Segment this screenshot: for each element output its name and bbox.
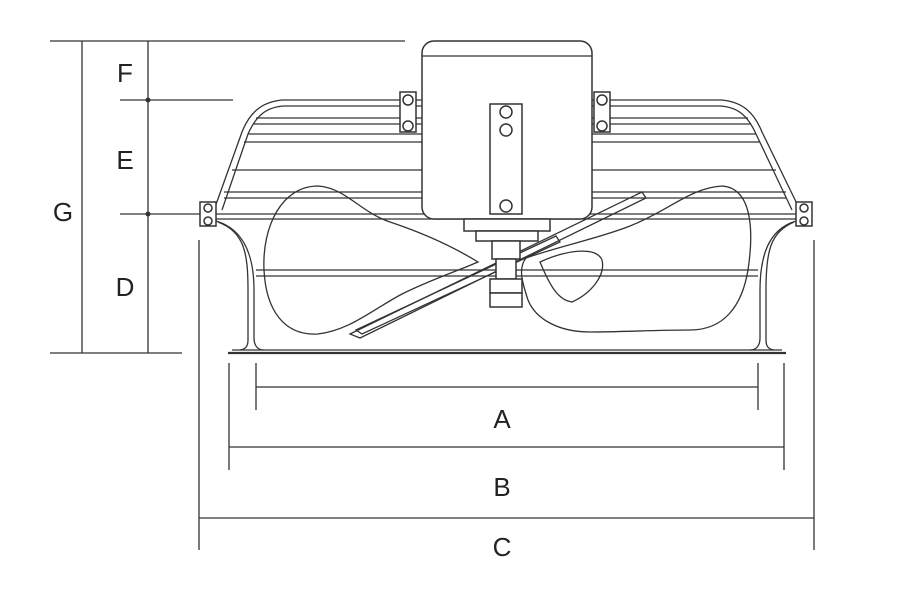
fan-unit (199, 40, 813, 355)
hub-nut-1 (489, 278, 523, 294)
bracket-bolt-mid (499, 123, 513, 137)
vertical-dimensions: F E D G (50, 40, 405, 354)
flange-bolt-left-head (203, 203, 213, 213)
venturi-left-outer (211, 219, 265, 351)
guard-bolt-right-nut (596, 120, 608, 132)
fan-blade-right (520, 185, 752, 333)
flange-bolt-left-nut (203, 216, 213, 226)
guard-bolt-left-head (402, 94, 414, 106)
fan-blade-front (539, 250, 604, 303)
dimension-tick-ef (145, 97, 151, 103)
venturi-left-inner (217, 221, 249, 351)
flange-bolt-right-nut (799, 216, 809, 226)
fan-blade-edge-right (354, 235, 561, 335)
label-c: C (493, 532, 512, 562)
shaft (495, 258, 517, 280)
guard-bolt-right-head (596, 94, 608, 106)
flange-bolt-right-head (799, 203, 809, 213)
label-f: F (117, 58, 133, 88)
bracket-bolt-bottom (499, 199, 513, 213)
guard-bolt-left-nut (402, 120, 414, 132)
bracket-bolt-top (499, 105, 513, 119)
fan-blade-edge-left (348, 191, 647, 339)
horizontal-dimensions: A B C (198, 240, 815, 562)
venturi-right-inner (765, 221, 795, 351)
hub-plate (475, 230, 539, 242)
label-d: D (116, 272, 135, 302)
motor-shaft-collar (463, 218, 551, 232)
hub (491, 240, 521, 260)
label-b: B (493, 472, 510, 502)
motor-bracket (489, 103, 523, 215)
label-e: E (116, 145, 133, 175)
hub-nut-2 (489, 292, 523, 308)
dimension-tick-de (145, 211, 151, 217)
label-a: A (493, 404, 511, 434)
label-g: G (53, 197, 73, 227)
fan-blade-left (263, 185, 480, 335)
venturi-right-outer (749, 219, 801, 351)
